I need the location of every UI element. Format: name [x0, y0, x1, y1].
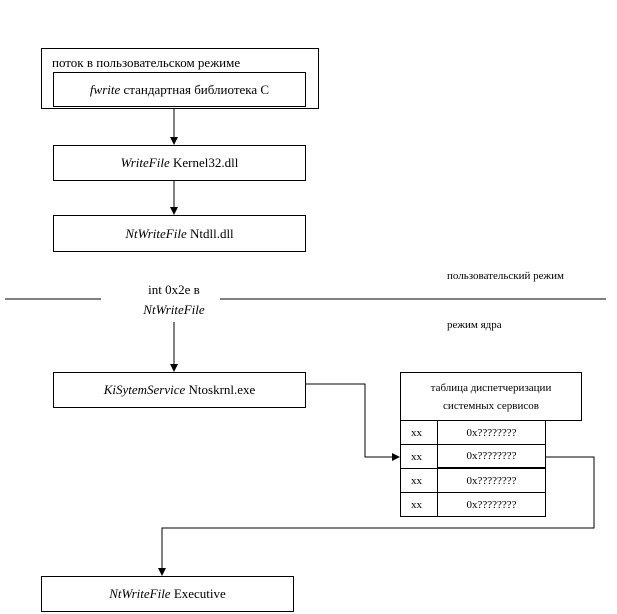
ntoskrnl-desc: Ntoskrnl.exe	[188, 382, 256, 397]
table-title-line2: системных сервисов	[443, 399, 539, 412]
fwrite-fn: fwrite	[89, 81, 121, 97]
ntdll-fn: NtWriteFile	[125, 225, 187, 241]
kernel-mode-label: режим ядра	[447, 319, 502, 331]
table-row-addr: 0x????????	[437, 444, 546, 469]
kisystemservice-box: KiSytemService Ntoskrnl.exe	[53, 372, 306, 408]
interrupt-line1: int 0x2e в	[148, 282, 200, 297]
table-row-addr: 0x????????	[437, 492, 546, 517]
table-title-line1: таблица диспетчеризации	[430, 381, 552, 394]
user-thread-label: поток в пользовательском режиме	[52, 55, 241, 70]
table-row-idx: xx	[400, 444, 438, 469]
writefile-box: WriteFile Kernel32.dll	[53, 145, 306, 181]
fwrite-desc: стандартная библиотека C	[123, 81, 270, 97]
kisystemservice-fn: KiSytemService	[103, 382, 186, 397]
table-row-addr: 0x????????	[437, 468, 546, 493]
table-row-idx: xx	[400, 420, 438, 445]
ntdll-desc: Ntdll.dll	[189, 225, 234, 241]
ntwritefile-ntdll-box: NtWriteFile Ntdll.dll	[53, 215, 306, 252]
executive-fn: NtWriteFile	[109, 586, 171, 601]
executive-box: NtWriteFile Executive	[41, 576, 294, 612]
dispatch-table-header: таблица диспетчеризации системных сервис…	[400, 372, 582, 421]
kernel32-desc: Kernel32.dll	[173, 155, 239, 170]
table-row-idx: xx	[400, 492, 438, 517]
user-mode-label: пользовательский режим	[447, 270, 564, 282]
executive-desc: Executive	[173, 586, 226, 601]
fwrite-box: fwrite стандартная библиотека C	[53, 72, 306, 107]
table-row-addr: 0x????????	[437, 420, 546, 445]
table-row-idx: xx	[400, 468, 438, 493]
arrow-table-to-executive	[158, 456, 595, 576]
interrupt-line2: NtWriteFile	[143, 302, 205, 317]
writefile-fn: WriteFile	[120, 155, 170, 170]
arrow-kisystemservice-to-table	[305, 383, 400, 461]
